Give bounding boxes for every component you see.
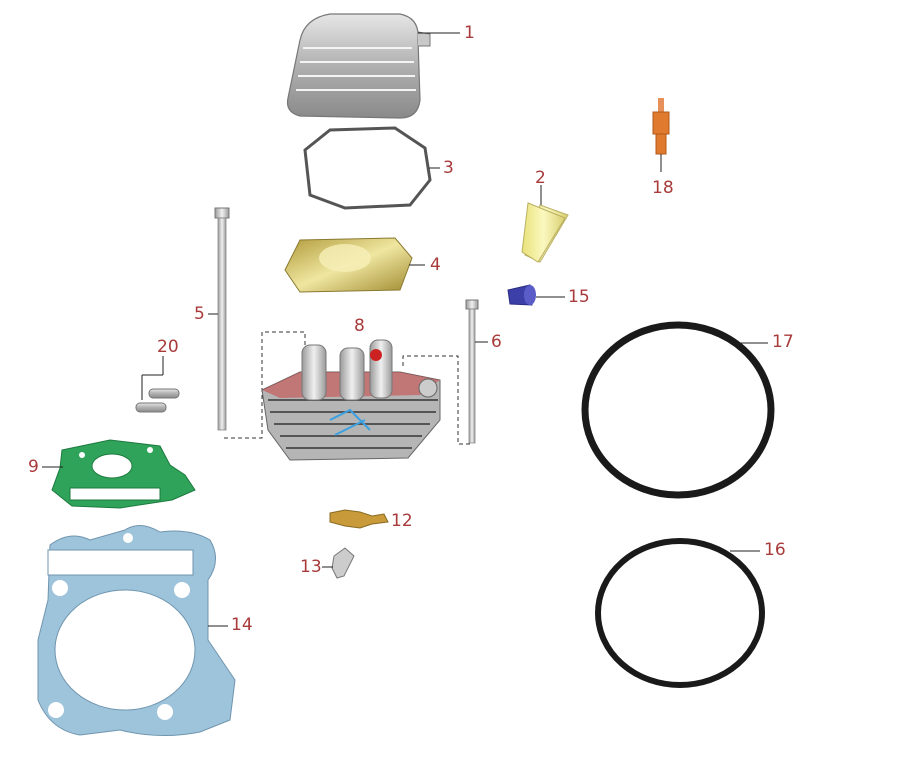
part-14-cylinder-base-gasket xyxy=(37,525,236,737)
callout-12: 12 xyxy=(391,511,413,531)
part-6-short-bolt xyxy=(402,299,488,445)
callout-1: 1 xyxy=(464,23,475,43)
callout-18: 18 xyxy=(652,178,674,198)
part-3-head-cover-gasket xyxy=(303,126,440,210)
part-5-long-bolt xyxy=(208,207,306,439)
callout-20: 20 xyxy=(157,337,179,357)
callout-4: 4 xyxy=(430,255,441,275)
callout-16: 16 xyxy=(764,540,786,560)
callout-6: 6 xyxy=(491,332,502,352)
callout-9: 9 xyxy=(28,457,39,477)
callout-14: 14 xyxy=(231,615,253,635)
part-9-cylinder-head-gasket xyxy=(42,439,196,509)
part-16-small-o-ring xyxy=(595,538,765,688)
part-2-intake-pipe xyxy=(521,185,569,263)
callout-13: 13 xyxy=(300,557,322,577)
part-15-cap xyxy=(507,284,565,306)
part-18-spark-plug xyxy=(652,98,670,172)
callout-15: 15 xyxy=(568,287,590,307)
callout-8: 8 xyxy=(354,316,365,336)
part-4-oil-guide-plate xyxy=(284,237,425,293)
callout-3: 3 xyxy=(443,158,454,178)
part-12-temperature-sensor xyxy=(329,509,389,529)
callout-2: 2 xyxy=(535,168,546,188)
part-8-cylinder-head xyxy=(261,339,441,461)
callout-5: 5 xyxy=(194,304,205,324)
part-17-large-o-ring xyxy=(581,321,775,499)
part-20-dowel-pins xyxy=(135,356,180,413)
callout-17: 17 xyxy=(772,332,794,352)
part-1-head-cover xyxy=(286,13,460,119)
part-13-elbow-fitting xyxy=(322,547,355,579)
